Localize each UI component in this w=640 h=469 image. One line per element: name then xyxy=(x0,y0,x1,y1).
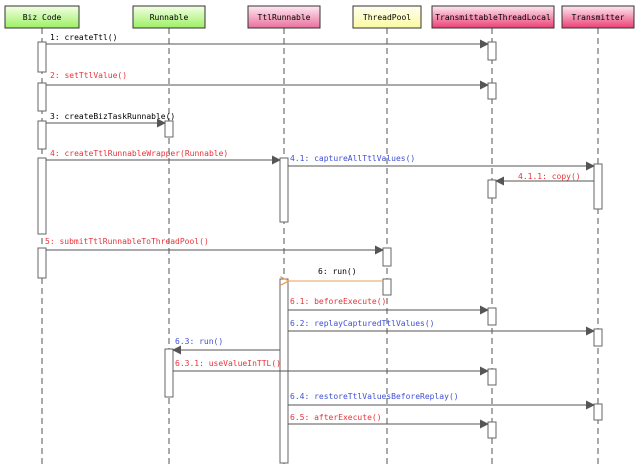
activation-threadpool-2 xyxy=(382,278,392,296)
message-label-6-5: 6.5: afterExecute() xyxy=(290,413,382,422)
message-label-5: 5: submitTtlRunnableToThreadPool() xyxy=(45,237,209,246)
activation-ttl-1 xyxy=(487,41,497,61)
participant-ttlrunnable: TtlRunnable xyxy=(247,5,321,29)
participant-label-runnable: Runnable xyxy=(150,13,189,22)
activation-transmitter-3 xyxy=(593,403,603,421)
activation-ttl-2 xyxy=(487,82,497,100)
activation-runnable-1 xyxy=(164,120,174,138)
activation-bizcode-3 xyxy=(37,120,47,150)
activation-transmitter-1 xyxy=(593,163,603,210)
activation-threadpool-1 xyxy=(382,247,392,267)
message-label-6-2: 6.2: replayCapturedTtlValues() xyxy=(290,319,435,328)
participant-label-transmitter: Transmitter xyxy=(572,13,625,22)
activation-ttl-3 xyxy=(487,179,497,199)
message-label-4-1-1: 4.1.1: copy() xyxy=(518,172,581,181)
message-label-2: 2: setTtlValue() xyxy=(50,71,127,80)
activation-ttl-5 xyxy=(487,368,497,386)
participant-bizcode: Biz Code xyxy=(4,5,80,29)
message-label-6: 6: run() xyxy=(318,267,357,276)
participant-runnable: Runnable xyxy=(132,5,206,29)
message-label-6-1: 6.1: beforeExecute() xyxy=(290,297,386,306)
activation-bizcode-2 xyxy=(37,82,47,112)
message-label-4: 4: createTtlRunnableWrapper(Runnable) xyxy=(50,149,228,158)
messages: 1: createTtl() 2: setTtlValue() 3: creat… xyxy=(45,33,595,429)
message-label-6-3-1: 6.3.1: useValueInTTL() xyxy=(175,359,281,368)
participant-label-ttl: TransmittableThreadLocal xyxy=(435,13,551,22)
activation-bizcode-4 xyxy=(37,157,47,235)
participant-transmitter: Transmitter xyxy=(561,5,635,29)
participant-label-ttlrunnable: TtlRunnable xyxy=(258,13,311,22)
participant-threadpool: ThreadPool xyxy=(352,5,422,29)
message-label-4-1: 4.1: captureAllTtlValues() xyxy=(290,154,415,163)
participant-label-bizcode: Biz Code xyxy=(23,13,62,22)
activation-ttlrunnable-1 xyxy=(279,157,289,223)
participants: Biz Code Runnable TtlRunnable ThreadPool… xyxy=(4,5,635,29)
participant-ttl: TransmittableThreadLocal xyxy=(431,5,555,29)
activation-transmitter-2 xyxy=(593,328,603,347)
activation-runnable-2 xyxy=(164,348,174,398)
activation-ttl-6 xyxy=(487,421,497,439)
activation-bizcode-5 xyxy=(37,247,47,279)
activation-bizcode-1 xyxy=(37,41,47,73)
message-label-6-4: 6.4: restoreTtlValuesBeforeReplay() xyxy=(290,392,459,401)
message-label-3: 3: createBizTaskRunnable() xyxy=(50,112,175,121)
participant-label-threadpool: ThreadPool xyxy=(363,13,411,22)
message-label-6-3: 6.3: run() xyxy=(175,337,223,346)
message-label-1: 1: createTtl() xyxy=(50,33,117,42)
activation-ttl-4 xyxy=(487,307,497,326)
